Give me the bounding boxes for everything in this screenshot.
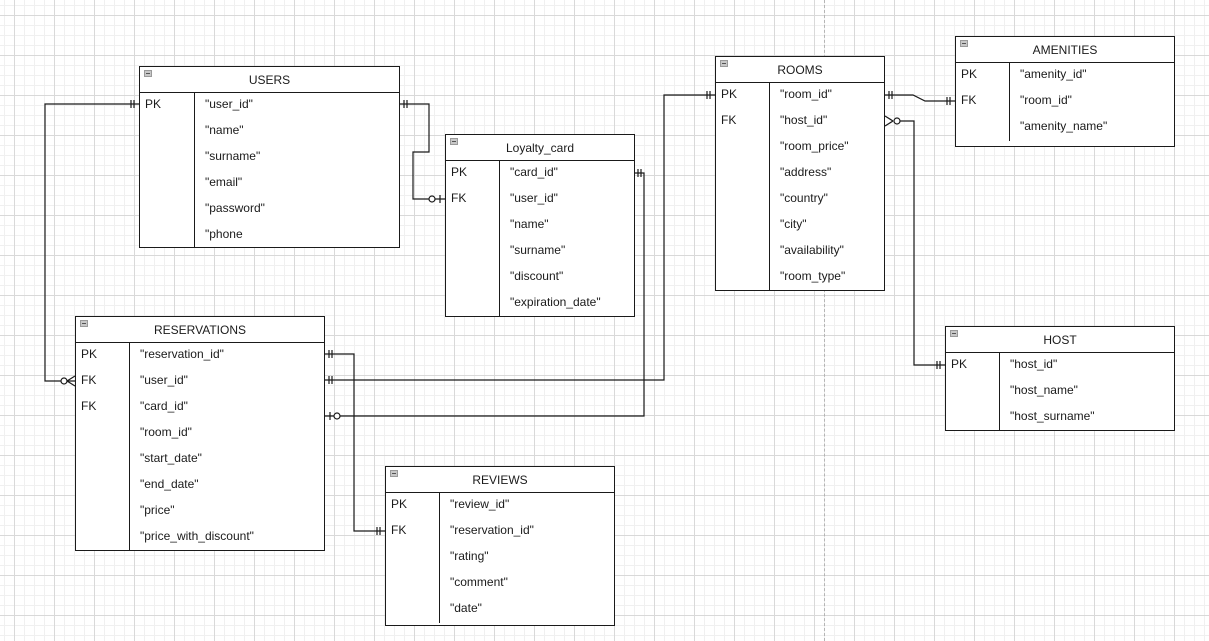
- field-row[interactable]: "surname": [205, 149, 261, 163]
- key-column: PK: [946, 353, 1000, 431]
- field-row[interactable]: "amenity_id": [1020, 67, 1087, 81]
- field-row[interactable]: "availability": [780, 243, 844, 257]
- field-row[interactable]: "reservation_id": [140, 347, 224, 361]
- entity-header[interactable]: RESERVATIONS: [76, 317, 324, 343]
- key-cell: PK: [145, 97, 162, 111]
- field-row[interactable]: "host_id": [780, 113, 828, 127]
- entity-header[interactable]: ROOMS: [716, 57, 884, 83]
- key-cell: FK: [81, 399, 97, 413]
- field-column: "review_id" "reservation_id" "rating" "c…: [440, 493, 534, 623]
- entity-title: RESERVATIONS: [153, 322, 247, 337]
- field-column: "user_id" "name" "surname" "email" "pass…: [195, 93, 265, 248]
- collapse-icon[interactable]: [390, 470, 398, 477]
- page-break-line: [824, 0, 825, 641]
- field-column: "reservation_id" "user_id" "card_id" "ro…: [130, 343, 254, 551]
- entity-host[interactable]: HOST PK "host_id" "host_name" "host_surn…: [945, 326, 1175, 431]
- entity-header[interactable]: HOST: [946, 327, 1174, 353]
- entity-header[interactable]: REVIEWS: [386, 467, 614, 493]
- entity-title: REVIEWS: [472, 472, 528, 487]
- collapse-icon[interactable]: [450, 138, 458, 145]
- field-row[interactable]: "start_date": [140, 451, 202, 465]
- key-column: PK: [140, 93, 195, 248]
- field-row[interactable]: "phone: [205, 227, 243, 241]
- field-row[interactable]: "price": [140, 503, 175, 517]
- field-row[interactable]: "room_type": [780, 269, 846, 283]
- key-cell: PK: [721, 87, 738, 101]
- collapse-icon[interactable]: [80, 320, 88, 327]
- field-row[interactable]: "user_id": [510, 191, 558, 205]
- key-cell: FK: [81, 373, 97, 387]
- rel-rooms-amenities[interactable]: [885, 91, 955, 105]
- field-row[interactable]: "end_date": [140, 477, 199, 491]
- field-row[interactable]: "discount": [510, 269, 564, 283]
- key-cell: PK: [951, 357, 968, 371]
- key-cell: PK: [451, 165, 468, 179]
- entity-users[interactable]: USERS PK "user_id" "name" "surname" "ema…: [139, 66, 400, 248]
- entity-title: AMENITIES: [1032, 42, 1098, 57]
- collapse-icon[interactable]: [960, 40, 968, 47]
- field-column: "amenity_id" "room_id" "amenity_name": [1010, 63, 1107, 141]
- field-row[interactable]: "name": [205, 123, 244, 137]
- entity-amenities[interactable]: AMENITIES PK FK "amenity_id" "room_id" "…: [955, 36, 1175, 147]
- field-row[interactable]: "address": [780, 165, 832, 179]
- entity-title: HOST: [1043, 332, 1077, 347]
- field-row[interactable]: "card_id": [140, 399, 188, 413]
- entity-reviews[interactable]: REVIEWS PK FK "review_id" "reservation_i…: [385, 466, 615, 626]
- field-row[interactable]: "city": [780, 217, 807, 231]
- field-row[interactable]: "host_name": [1010, 383, 1078, 397]
- key-cell: FK: [721, 113, 737, 127]
- field-row[interactable]: "amenity_name": [1020, 119, 1108, 133]
- collapse-icon[interactable]: [720, 60, 728, 67]
- entity-title: USERS: [248, 72, 291, 87]
- field-row[interactable]: "reservation_id": [450, 523, 534, 537]
- field-row[interactable]: "room_price": [780, 139, 849, 153]
- field-row[interactable]: "rating": [450, 549, 489, 563]
- key-cell: PK: [391, 497, 408, 511]
- field-row[interactable]: "comment": [450, 575, 508, 589]
- field-row[interactable]: "host_id": [1010, 357, 1058, 371]
- field-row[interactable]: "password": [205, 201, 265, 215]
- field-row[interactable]: "card_id": [510, 165, 558, 179]
- key-cell: PK: [81, 347, 98, 361]
- field-row[interactable]: "surname": [510, 243, 566, 257]
- field-column: "room_id" "host_id" "room_price" "addres…: [770, 83, 849, 291]
- field-row[interactable]: "name": [510, 217, 549, 231]
- field-column: "host_id" "host_name" "host_surname": [1000, 353, 1095, 431]
- key-cell: FK: [451, 191, 467, 205]
- entity-rooms[interactable]: ROOMS PK FK "room_id" "host_id" "room_pr…: [715, 56, 885, 291]
- rel-host-rooms[interactable]: [884, 115, 945, 369]
- field-row[interactable]: "room_id": [780, 87, 832, 101]
- key-column: PK FK FK: [76, 343, 130, 551]
- entity-header[interactable]: AMENITIES: [956, 37, 1174, 63]
- entity-title: Loyalty_card: [505, 140, 575, 155]
- key-cell: FK: [961, 93, 977, 107]
- field-row[interactable]: "user_id": [205, 97, 253, 111]
- entity-header[interactable]: Loyalty_card: [446, 135, 634, 161]
- entity-reservations[interactable]: RESERVATIONS PK FK FK "reservation_id" "…: [75, 316, 325, 551]
- field-row[interactable]: "user_id": [140, 373, 188, 387]
- rel-reservations-reviews[interactable]: [325, 350, 385, 535]
- field-row[interactable]: "country": [780, 191, 828, 205]
- collapse-icon[interactable]: [144, 70, 152, 77]
- entity-header[interactable]: USERS: [140, 67, 399, 93]
- key-cell: FK: [391, 523, 407, 537]
- key-column: PK FK: [956, 63, 1010, 141]
- field-row[interactable]: "date": [450, 601, 482, 615]
- field-row[interactable]: "email": [205, 175, 243, 189]
- key-column: PK FK: [386, 493, 440, 623]
- field-row[interactable]: "host_surname": [1010, 409, 1095, 423]
- field-row[interactable]: "review_id": [450, 497, 510, 511]
- collapse-icon[interactable]: [950, 330, 958, 337]
- field-row[interactable]: "expiration_date": [510, 295, 601, 309]
- key-column: PK FK: [716, 83, 770, 291]
- field-row[interactable]: "price_with_discount": [140, 529, 254, 543]
- field-row[interactable]: "room_id": [1020, 93, 1072, 107]
- key-column: PK FK: [446, 161, 500, 317]
- field-column: "card_id" "user_id" "name" "surname" "di…: [500, 161, 601, 317]
- field-row[interactable]: "room_id": [140, 425, 192, 439]
- key-cell: PK: [961, 67, 978, 81]
- entity-title: ROOMS: [777, 62, 823, 77]
- rel-users-loyalty[interactable]: [400, 100, 445, 203]
- entity-loyalty-card[interactable]: Loyalty_card PK FK "card_id" "user_id" "…: [445, 134, 635, 317]
